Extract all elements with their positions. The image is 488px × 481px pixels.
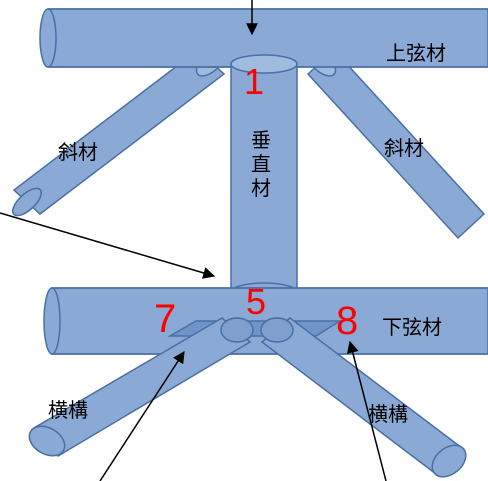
label-lower-chord: 下弦材 [382,315,442,339]
label-diagonal-right: 斜材 [384,136,424,160]
lateral-member-left [28,317,254,457]
arrow-right-gusset [346,340,387,481]
label-vertical-1: 垂 [251,128,271,152]
arrow-left-gusset [99,350,185,481]
marker-5: 5 [246,281,266,322]
label-vertical-2: 直 [251,152,271,176]
marker-7: 7 [154,297,176,341]
label-vertical-3: 材 [251,176,271,200]
label-diagonal-left: 斜材 [58,140,98,164]
lateral-member-right [260,317,467,478]
arrow-left-to-vertical-base [0,212,216,279]
marker-8: 8 [336,299,358,343]
marker-1: 1 [244,61,264,102]
label-lateral-right: 横構 [368,402,408,426]
label-lateral-left: 横構 [48,398,88,422]
label-upper-chord: 上弦材 [386,41,446,65]
diagonal-member-left [11,47,227,217]
